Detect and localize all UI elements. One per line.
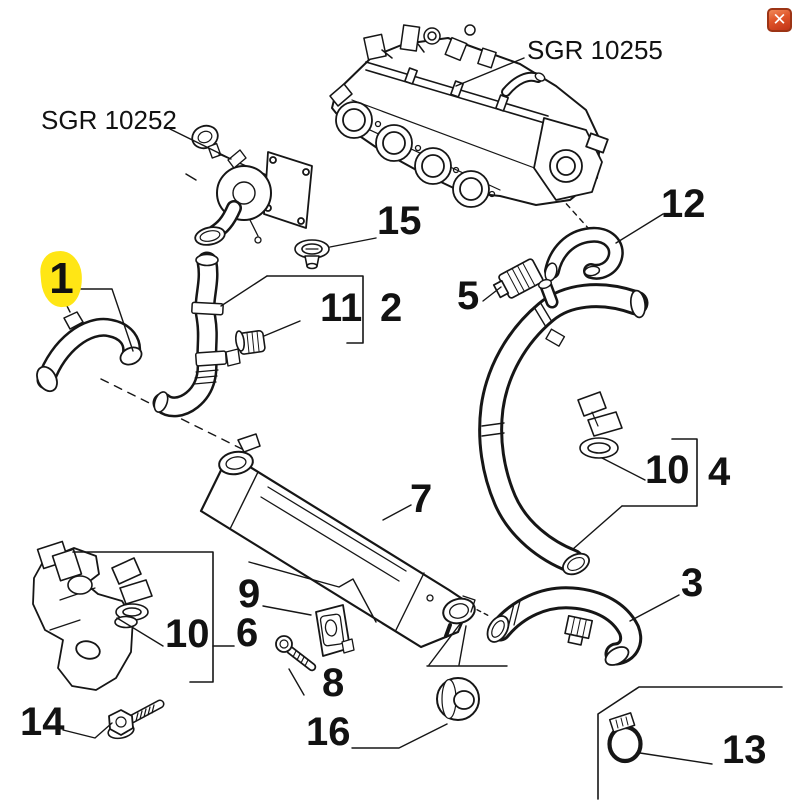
callout-9[interactable]: 9 <box>238 572 261 616</box>
hose-4-drawing <box>478 278 649 576</box>
bolt-8-drawing <box>275 635 317 672</box>
hose-1-drawing <box>36 303 143 393</box>
callout-13[interactable]: 13 <box>722 728 767 772</box>
callout-14[interactable]: 14 <box>20 700 65 744</box>
hose-12-drawing <box>544 226 624 282</box>
leader-lines <box>62 57 713 765</box>
turbocharger-drawing <box>185 124 313 246</box>
clamp-13-drawing <box>607 712 643 764</box>
close-button[interactable]: ✕ <box>767 8 792 32</box>
callout-6[interactable]: 6 <box>236 611 259 655</box>
cap-15-drawing <box>294 239 330 270</box>
intercooler-drawing <box>199 433 476 649</box>
bolt-14-drawing <box>107 699 165 740</box>
callout-12[interactable]: 12 <box>661 182 706 226</box>
callout-15[interactable]: 15 <box>377 199 422 243</box>
callout-2[interactable]: 2 <box>380 286 403 330</box>
bracket-assembly-drawing <box>32 540 153 691</box>
plate-9-drawing <box>315 604 355 657</box>
region-outline-13 <box>597 686 783 800</box>
hose-2-drawing <box>152 251 241 418</box>
callout-1[interactable]: 1 <box>49 254 74 303</box>
callout-10-right[interactable]: 10 <box>645 448 690 492</box>
clip-10-right-drawing <box>577 391 623 459</box>
intake-manifold-drawing <box>329 24 609 208</box>
bracket-group-11-2 <box>266 275 364 344</box>
callout-3[interactable]: 3 <box>681 561 704 605</box>
assembly-label-sgr-10255: SGR 10255 <box>527 35 663 65</box>
hose-3-drawing <box>486 586 643 666</box>
callout-8[interactable]: 8 <box>322 661 345 705</box>
callout-4[interactable]: 4 <box>708 450 731 494</box>
callout-16[interactable]: 16 <box>306 710 351 754</box>
callout-5[interactable]: 5 <box>457 274 480 318</box>
callout-7[interactable]: 7 <box>410 477 433 521</box>
sensor-5-drawing <box>492 258 544 299</box>
close-icon: ✕ <box>772 9 787 29</box>
bracket-group-10-6 <box>72 551 235 683</box>
grommet-16-drawing <box>436 677 480 721</box>
bushing-11-drawing <box>235 330 266 355</box>
callout-10-left[interactable]: 10 <box>165 612 210 656</box>
callout-11[interactable]: 11 <box>320 286 363 330</box>
assembly-label-sgr-10252: SGR 10252 <box>41 105 177 135</box>
bracket-group-10-4 <box>621 438 698 507</box>
